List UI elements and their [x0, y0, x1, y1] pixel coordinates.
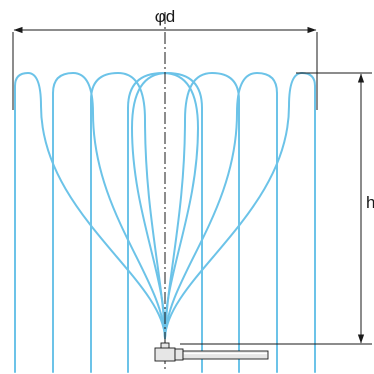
- spray-loop: [127, 71, 200, 339]
- spray-pattern: [14, 71, 316, 373]
- spray-loop: [14, 71, 166, 339]
- nozzle-collar: [174, 348, 184, 361]
- supply-pipe: [182, 350, 269, 360]
- spray-loop: [164, 71, 278, 339]
- nozzle: [154, 342, 269, 362]
- spray-loop: [164, 71, 316, 339]
- spray-loop: [164, 71, 240, 339]
- diameter-label: φd: [155, 7, 175, 26]
- nozzle-body: [154, 347, 176, 362]
- height-label: h: [366, 193, 374, 212]
- spray-loop: [52, 71, 166, 339]
- spray-loop: [130, 71, 203, 339]
- spray-loop: [90, 71, 166, 339]
